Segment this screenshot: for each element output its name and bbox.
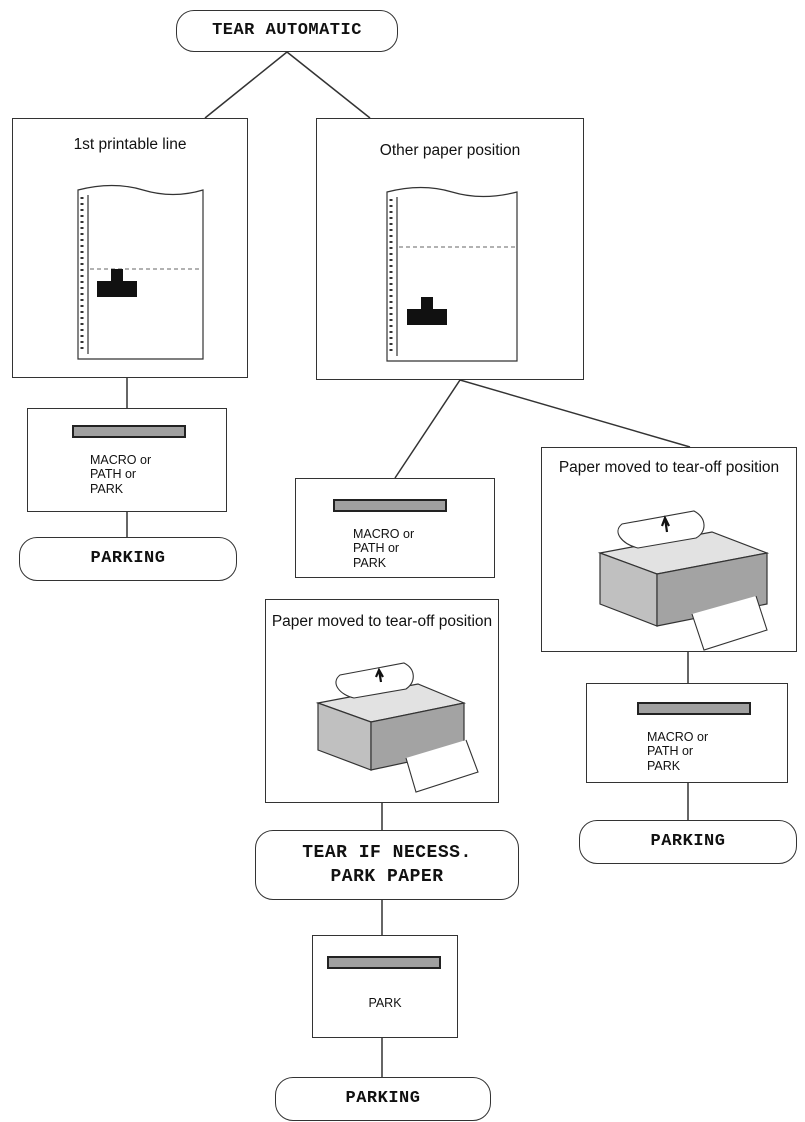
other-paper-position-box: Other paper position (316, 118, 584, 380)
panel-display (637, 702, 751, 715)
start-node: TEAR AUTOMATIC (176, 10, 398, 52)
first-printable-line-box: 1st printable line (12, 118, 248, 378)
parking-label: PARKING (650, 831, 726, 851)
start-label: TEAR AUTOMATIC (212, 20, 362, 40)
tear-park-label: TEAR IF NECESS. PARK PAPER (302, 842, 472, 887)
first-printable-line-title: 1st printable line (73, 136, 187, 153)
tear-off-box: Paper moved to tear-off position (541, 447, 797, 652)
panel-display (327, 956, 441, 969)
panel-options-text: MACRO or PATH or PARK (353, 527, 415, 570)
printer-icon (597, 510, 770, 651)
panel-display (72, 425, 186, 438)
parking-node: PARKING (275, 1077, 491, 1121)
parking-label: PARKING (345, 1088, 421, 1108)
operator-panel: MACRO or PATH or PARK (295, 478, 495, 578)
tear-off-title: Paper moved to tear-off position (271, 613, 493, 630)
parking-node: PARKING (19, 537, 237, 581)
tear-park-node: TEAR IF NECESS. PARK PAPER (255, 830, 519, 900)
tear-off-title: Paper moved to tear-off position (558, 459, 780, 476)
tear-off-box: Paper moved to tear-off position (265, 599, 499, 803)
paper-sheet-icon (77, 184, 204, 360)
parking-node: PARKING (579, 820, 797, 864)
paper-sheet-icon (386, 186, 518, 362)
operator-panel: MACRO or PATH or PARK (586, 683, 788, 783)
panel-display (333, 499, 447, 512)
other-paper-position-title: Other paper position (379, 142, 521, 159)
panel-options-text: MACRO or PATH or PARK (90, 453, 152, 496)
operator-panel: MACRO or PATH or PARK (27, 408, 227, 512)
panel-options-text: PARK (368, 996, 402, 1010)
parking-label: PARKING (90, 548, 166, 568)
printer-icon (315, 662, 479, 793)
operator-panel: PARK (312, 935, 458, 1038)
panel-options-text: MACRO or PATH or PARK (647, 730, 709, 773)
